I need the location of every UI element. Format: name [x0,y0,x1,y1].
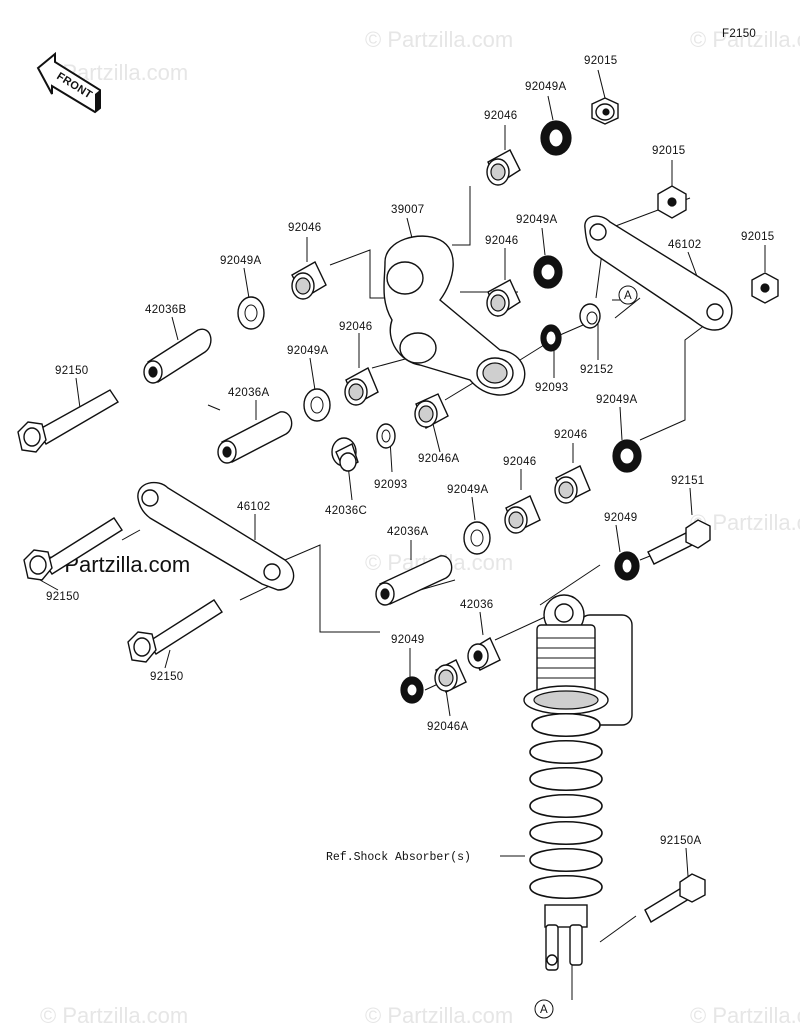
part-92049a-seal-left [237,296,265,330]
watermark-text: © Partzilla.com [690,1003,800,1028]
label-46102: 46102 [668,239,701,251]
part-42036c-collar [331,437,359,472]
part-92049-seal-lower [400,676,424,704]
part-92046-bearing-left [291,261,327,300]
label-92151: 92151 [671,475,704,487]
part-92046-bearing-mid-right [486,279,521,318]
part-92049a-seal-lower-left [303,388,331,422]
label-92046: 92046 [503,456,536,468]
label-92046: 92046 [485,235,518,247]
diagram-code: F2150 [722,28,756,40]
ref-shock-absorber-note: Ref.Shock Absorber(s) [326,851,471,864]
svg-text:A: A [624,290,632,302]
label-92049: 92049 [604,512,637,524]
part-labels: 92015 92049A 92046 92015 39007 92046 920… [46,55,774,864]
label-92049a: 92049A [516,214,557,226]
part-46102-link-right [584,215,733,331]
part-92049a-seal-bottom [463,521,491,555]
label-92046: 92046 [554,429,587,441]
part-92046-bearing-right-upper [554,465,591,504]
part-92049-seal-upper [614,551,640,581]
part-92046a-bearing-lower [434,659,467,693]
label-42036c: 42036C [325,505,367,517]
part-92151-bolt [647,519,711,565]
part-42036b-sleeve [143,328,212,384]
part-92046-bearing-right-lower [504,495,541,534]
label-42036a: 42036A [228,387,269,399]
part-92049a-seal-top [540,120,572,156]
label-92049a: 92049A [596,394,637,406]
part-92015-nut-far-right [751,272,779,304]
label-42036: 42036 [460,599,493,611]
label-92150: 92150 [46,591,79,603]
part-42036-collar [467,636,501,671]
part-92015-nut-right [657,185,687,219]
part-92150-bolt-lower [127,599,223,663]
label-46102: 46102 [237,501,270,513]
label-92152: 92152 [580,364,613,376]
label-92015: 92015 [652,145,685,157]
label-92049a: 92049A [220,255,261,267]
part-39007-rocker-arm [383,235,526,396]
part-92152-washer [579,303,601,329]
label-42036b: 42036B [145,304,186,316]
watermark-text: © Partzilla.com [690,27,800,52]
watermark-text: © Partzilla.com [365,1003,513,1028]
callout-a-bottom: A [534,999,554,1019]
part-92150-bolt-upper [17,389,119,453]
part-92046-bearing-top [486,149,521,186]
label-39007: 39007 [391,204,424,216]
label-92150a: 92150A [660,835,701,847]
part-92046a-bearing-upper [414,393,449,429]
label-92093: 92093 [535,382,568,394]
part-92150-bolt-middle [23,517,123,581]
label-92015: 92015 [584,55,617,67]
part-42036a-sleeve-upper [217,411,293,464]
watermark-text: © Partzilla.com [40,1003,188,1028]
label-42036a: 42036A [387,526,428,538]
label-92015: 92015 [741,231,774,243]
label-92049a: 92049A [525,81,566,93]
part-92093-seal-upper [540,324,562,352]
part-92049a-seal-mid-right [533,255,563,289]
part-shock-absorber [523,594,633,971]
label-92046: 92046 [484,110,517,122]
part-92049a-seal-right [612,439,642,473]
label-92046a: 92046A [418,453,459,465]
label-92093: 92093 [374,479,407,491]
label-92046: 92046 [339,321,372,333]
part-92015-nut-top [591,97,619,125]
front-arrow-icon: FRONT [36,51,101,114]
label-92046: 92046 [288,222,321,234]
label-92150: 92150 [150,671,183,683]
label-92049a: 92049A [287,345,328,357]
part-46102-link-left [137,481,295,591]
part-92093-seal-lower [376,423,396,449]
label-92049a: 92049A [447,484,488,496]
label-92046a: 92046A [427,721,468,733]
part-92046-bearing-lower-left [344,367,379,406]
watermark-text: © Partzilla.com [365,27,513,52]
label-92150: 92150 [55,365,88,377]
svg-text:A: A [540,1004,548,1016]
part-42036a-sleeve-lower [375,555,453,606]
part-92150a-bolt [644,873,706,923]
callout-a-top: A [618,285,638,305]
label-92049: 92049 [391,634,424,646]
